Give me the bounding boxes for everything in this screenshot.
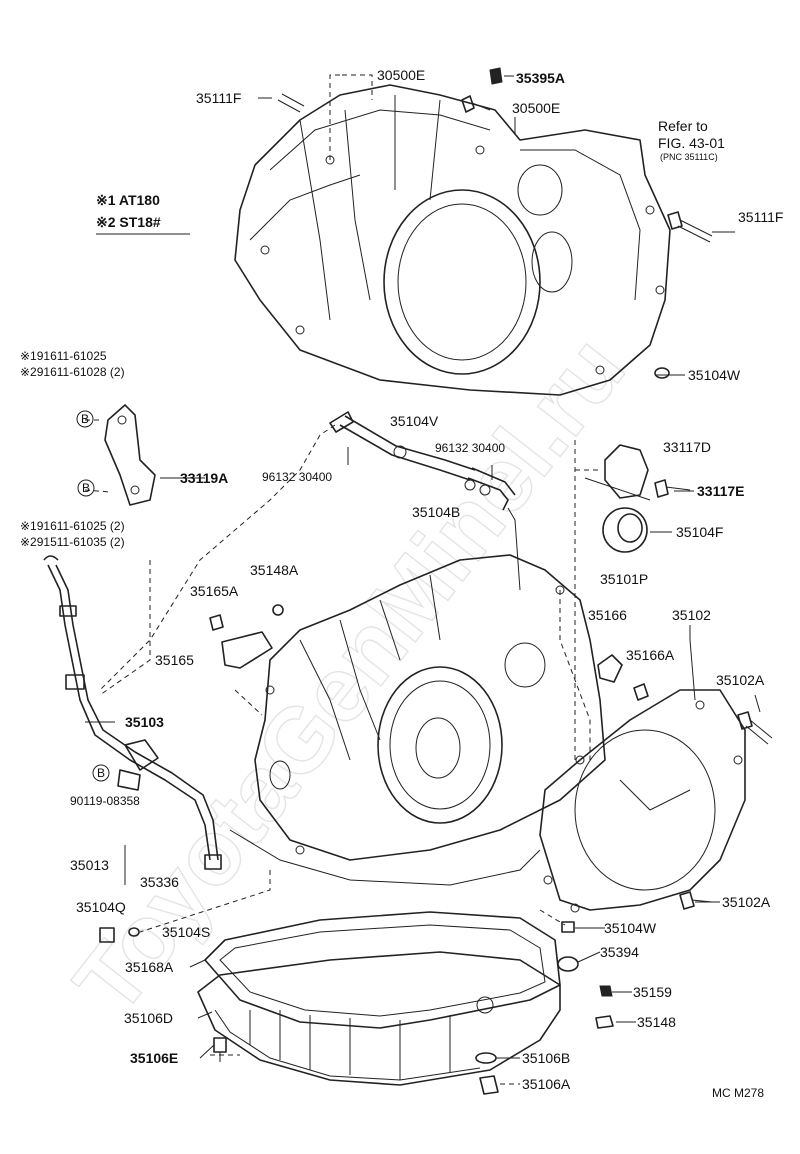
part-label: 35104W [604,920,657,936]
part-labels: 30500E 35395A 30500E 35111F 35111F 35104… [70,67,783,1092]
oil-seal-35104f [602,507,648,553]
part-label: 35336 [140,874,179,890]
part-label: 35102A [716,672,765,688]
b-marker-top: B [76,410,94,428]
part-label: 35104F [676,524,723,540]
refer-line-3: (PNC 35111C) [660,152,718,162]
refer-note: Refer to FIG. 43-01 (PNC 35111C) [658,118,725,162]
fastener-code: ※291511-61035 (2) [20,535,125,549]
part-label: 35148A [250,562,299,578]
b-marker-mid: B [77,479,95,497]
drain-plug-35106a [479,1075,499,1095]
part-label: 35166 [588,607,627,623]
gasket-35106b [475,1052,497,1064]
note-2: ※2 ST18# [96,214,161,230]
bracket-35166 [597,654,623,683]
part-label: 35168A [125,959,174,975]
part-label: 35106A [522,1076,571,1092]
fastener-code: 90119-08358 [70,794,140,808]
leader-lines [84,74,761,1085]
oil-pan-35106d [197,951,561,1086]
part-label: 33117E [697,483,745,499]
bolt-33117e [654,479,691,498]
part-label: 35013 [70,857,109,873]
part-label: 35104S [162,924,210,940]
refer-line-2: FIG. 43-01 [658,135,725,151]
ring-35148a [272,604,284,616]
part-label: 30500E [512,100,560,116]
part-label: 96132 30400 [262,470,332,484]
plug-35104q [99,927,115,943]
svg-text:B: B [97,766,105,780]
dipstick-tube-35103 [43,555,222,870]
part-label: 35159 [633,984,672,1000]
part-label: 35106D [124,1010,173,1026]
o-ring-35104s [128,927,140,937]
plug-35395a [489,67,503,85]
part-label: 35395A [516,70,565,86]
part-label: 35165A [190,583,239,599]
transmission-housing [234,84,671,396]
bolt-35102a-lower [679,891,713,910]
part-label: 35166A [626,647,675,663]
cover-33117d [584,444,651,501]
note-1: ※1 AT180 [96,192,160,208]
cooler-hose-35104v [329,411,516,511]
legend-notes: ※1 AT180 ※2 ST18# [96,192,190,235]
part-label: 30500E [377,67,425,83]
bolt-30500e [461,95,491,113]
plug-35104w-top [654,367,670,379]
part-label: 35101P [600,571,648,587]
magnet-35148 [595,1015,614,1029]
strainer-35394 [557,956,579,972]
bolt-35165a [209,614,224,631]
part-label: 35106E [130,1050,178,1066]
part-label: 35104W [688,367,741,383]
part-label: 35102 [672,607,711,623]
svg-text:B: B [81,412,89,426]
side-cover-35102 [539,689,746,913]
bolt-35111f-right [667,211,713,243]
figure-code: MC M278 [712,1086,764,1100]
plug-35104w-lower [561,921,575,933]
part-label: 35165 [155,652,194,668]
transaxle-case [229,554,606,886]
part-label: 35394 [600,944,639,960]
b-marker-bottom: B [92,764,110,782]
part-label: 35111F [196,90,241,106]
part-label: 33117D [663,439,711,455]
fastener-codes: ※191611-61025 ※291611-61028 (2) ※191611-… [20,349,140,808]
magnet-35159 [599,985,613,997]
refer-line-1: Refer to [658,118,708,134]
fastener-code: ※191611-61025 (2) [20,519,125,533]
bolt-35106e [213,1037,227,1062]
fastener-code: ※291611-61028 (2) [20,365,125,379]
part-label: 35104B [412,504,460,520]
fastener-code: ※191611-61025 [20,349,107,363]
part-label: 35104Q [76,899,126,915]
part-label: 35111F [738,209,783,225]
part-label: 35148 [637,1014,676,1030]
bolt-35102a-right [737,711,773,745]
bolt-35166a [633,683,649,701]
part-label: 35102A [722,894,771,910]
plate-35165 [221,631,273,669]
part-label: 35106B [522,1050,570,1066]
watermark: ToyotaGenMinel.ru [55,318,644,1032]
part-label: 35103 [125,714,164,730]
svg-text:B: B [82,481,90,495]
part-label: 35104V [390,413,439,429]
pin-35111f-top [277,93,305,113]
part-label: 96132 30400 [435,441,505,455]
bracket-33119a [104,404,156,506]
part-label: 33119A [180,470,228,486]
